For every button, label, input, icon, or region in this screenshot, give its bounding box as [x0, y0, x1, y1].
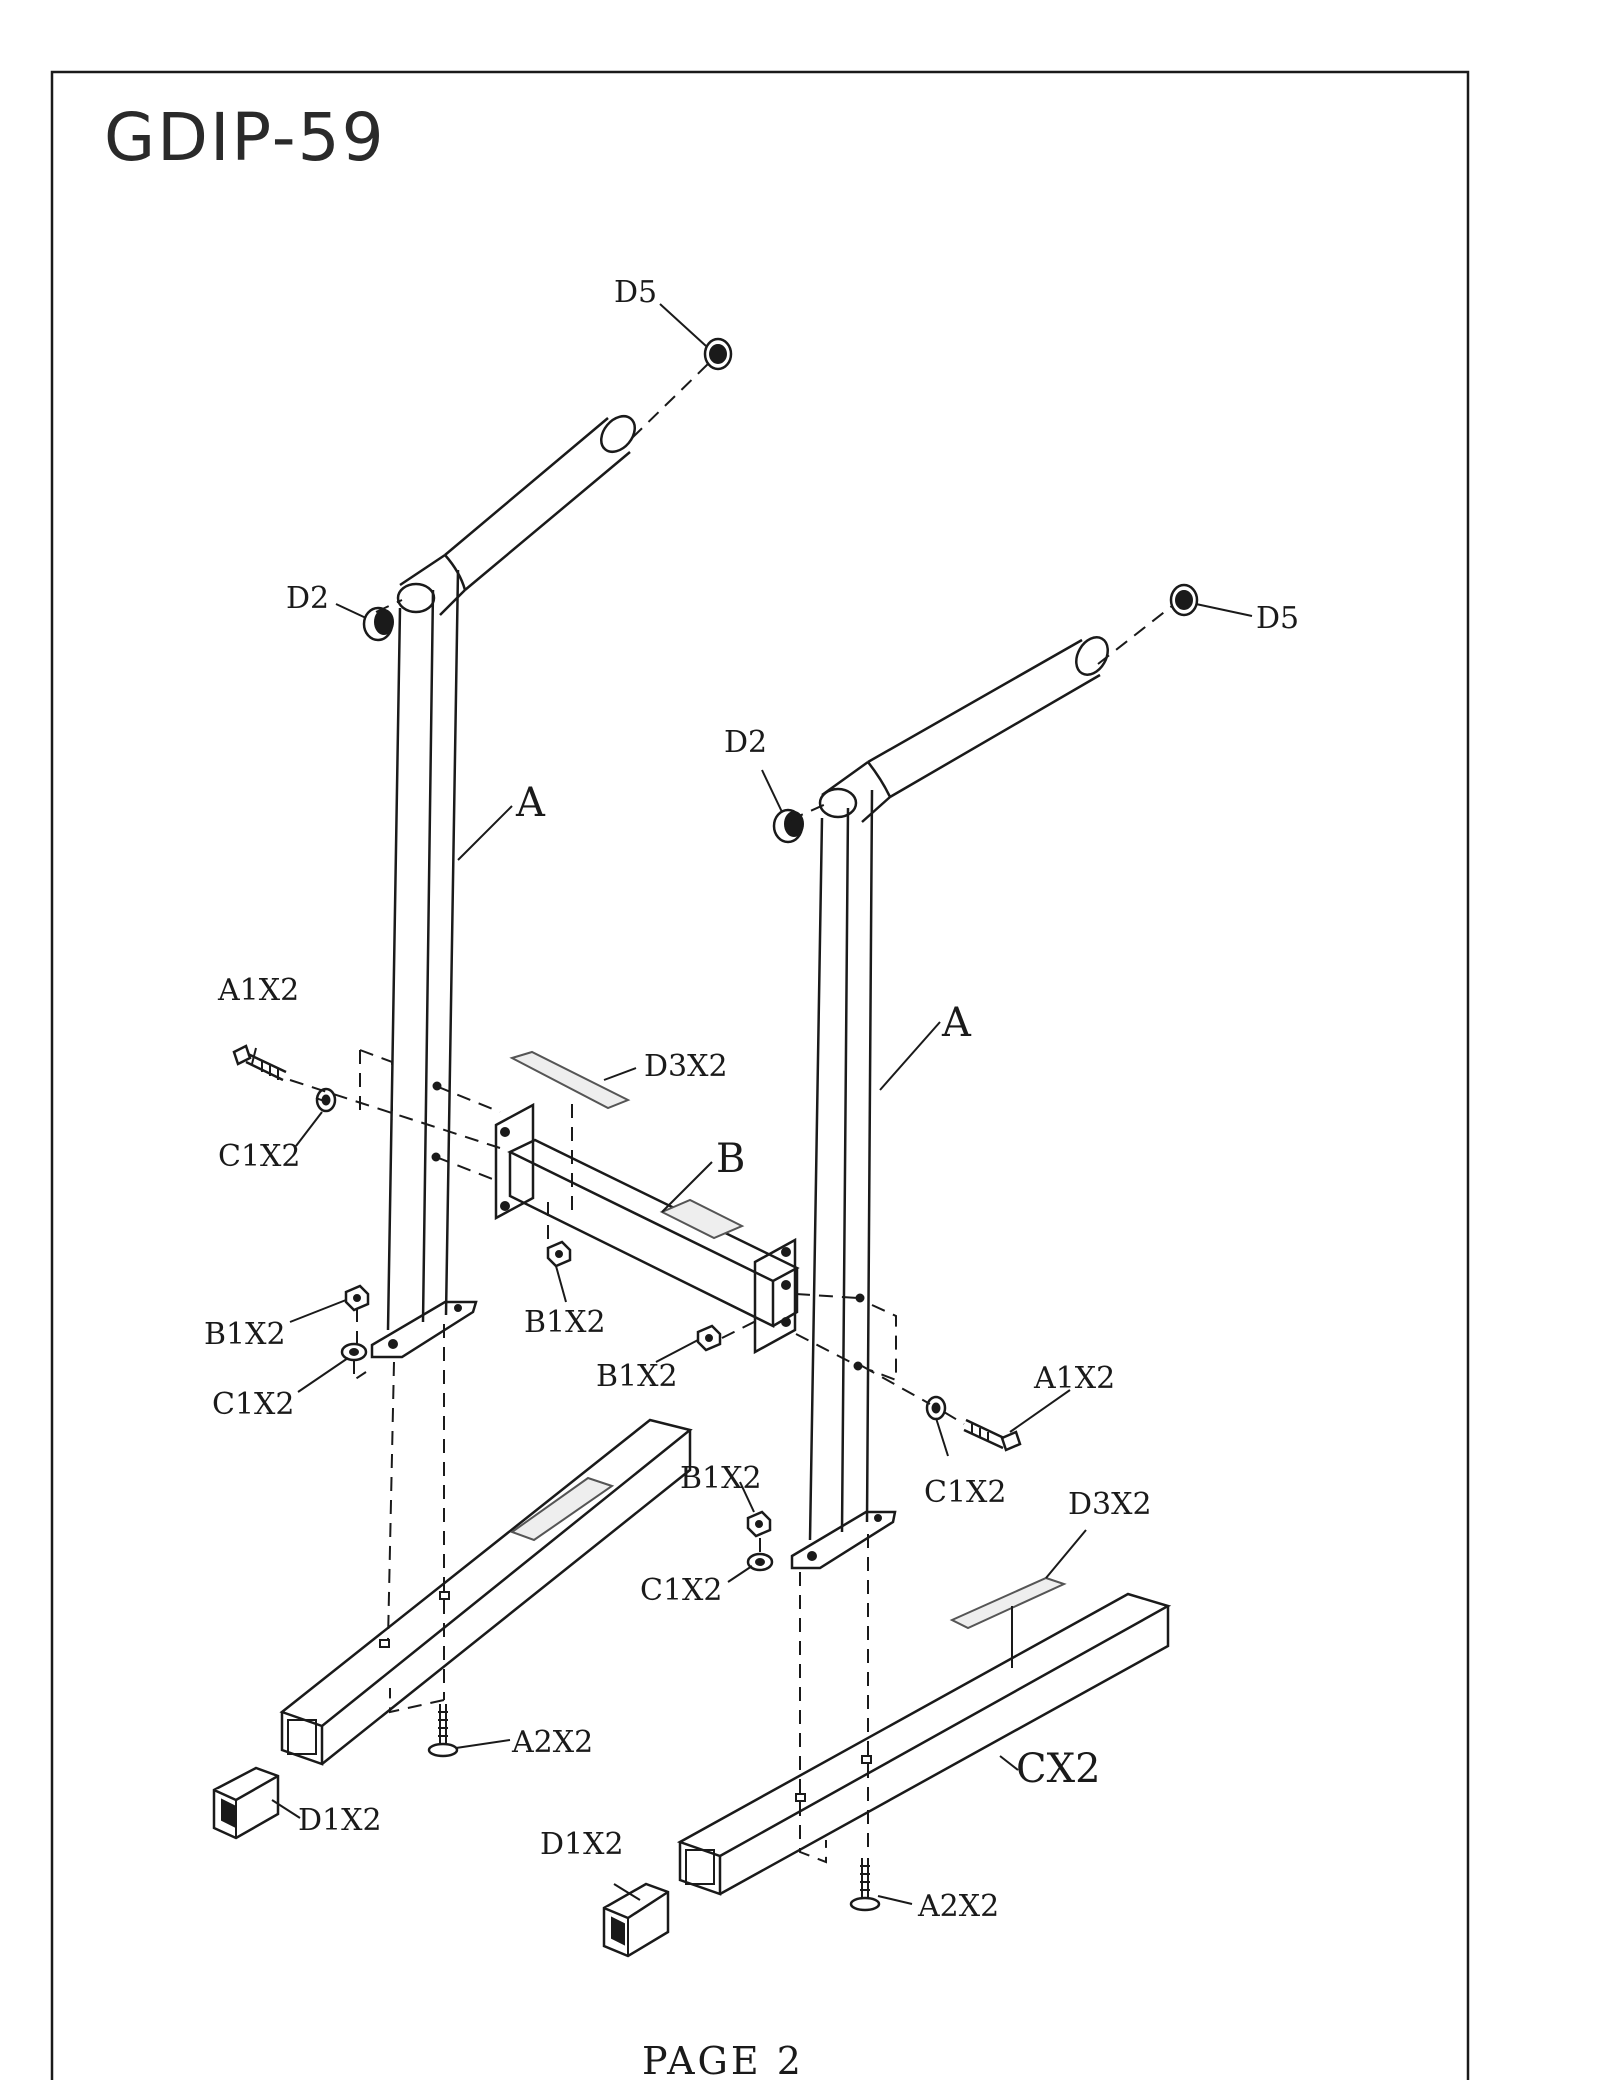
label-a2x2-right: A2X2 — [917, 1889, 999, 1924]
page-number: PAGE 2 — [642, 2039, 804, 2080]
end-cap-left — [214, 1768, 278, 1838]
label-c1x2-left-upper: C1X2 — [218, 1139, 301, 1174]
label-d1x2-right: D1X2 — [540, 1827, 624, 1862]
label-cx2: CX2 — [1016, 1746, 1101, 1792]
base-foot-right — [680, 1594, 1168, 1894]
label-a1x2-right: A1X2 — [1033, 1361, 1115, 1396]
label-b: B — [716, 1136, 745, 1182]
nut-b1-lower-icon — [748, 1512, 770, 1536]
washer-c1-right-icon — [927, 1397, 945, 1419]
base-foot-left — [282, 1420, 690, 1764]
nut-b1-center-icon — [548, 1242, 570, 1266]
bolt-a1-right-icon — [964, 1420, 1020, 1450]
model-title: GDIP-59 — [104, 99, 386, 176]
bolt-a1-left-icon — [234, 1046, 286, 1080]
leveler-a2-left-icon — [429, 1704, 457, 1756]
label-b1x2-mid: B1X2 — [596, 1359, 678, 1394]
cap-d5-top-icon — [705, 339, 731, 369]
label-b1x2-lower: B1X2 — [680, 1461, 762, 1496]
label-a2x2-left: A2X2 — [511, 1725, 593, 1760]
plug-d2-left-icon — [364, 608, 393, 640]
upright-frame-right — [792, 632, 1114, 1568]
leveler-a2-right-icon — [851, 1858, 879, 1910]
label-a1x2-left: A1X2 — [217, 973, 299, 1008]
washer-c1-center-icon — [748, 1554, 772, 1570]
label-d5-top: D5 — [614, 275, 657, 310]
label-d5-right: D5 — [1256, 601, 1299, 636]
nut-b1-mid-icon — [698, 1326, 720, 1350]
plug-d2-right-icon — [774, 810, 803, 842]
assembly-guide-lines — [290, 362, 1172, 1862]
label-d3x2-lower: D3X2 — [1068, 1487, 1152, 1522]
leader-lines — [252, 304, 1252, 1904]
end-cap-right — [604, 1884, 668, 1956]
label-c1x2-right-upper: C1X2 — [924, 1475, 1007, 1510]
label-d2-right: D2 — [724, 725, 767, 760]
label-c1x2-left-lower: C1X2 — [212, 1387, 295, 1422]
upright-frame-left — [372, 410, 642, 1357]
label-d3x2-upper: D3X2 — [644, 1049, 728, 1084]
washer-c1-left-lower-icon — [342, 1344, 366, 1360]
label-a-right: A — [941, 1000, 972, 1046]
sticker-d3-lower — [952, 1578, 1064, 1628]
label-b1x2-center: B1X2 — [524, 1305, 606, 1340]
label-d1x2-left: D1X2 — [298, 1803, 382, 1838]
nut-b1-left-icon — [346, 1286, 368, 1310]
label-d2-left: D2 — [286, 581, 329, 616]
label-b1x2-left: B1X2 — [204, 1317, 286, 1352]
sticker-d3-upper — [512, 1052, 628, 1108]
label-c1x2-center: C1X2 — [640, 1573, 723, 1608]
label-a-left: A — [515, 780, 546, 826]
cap-d5-right-icon — [1171, 585, 1197, 615]
